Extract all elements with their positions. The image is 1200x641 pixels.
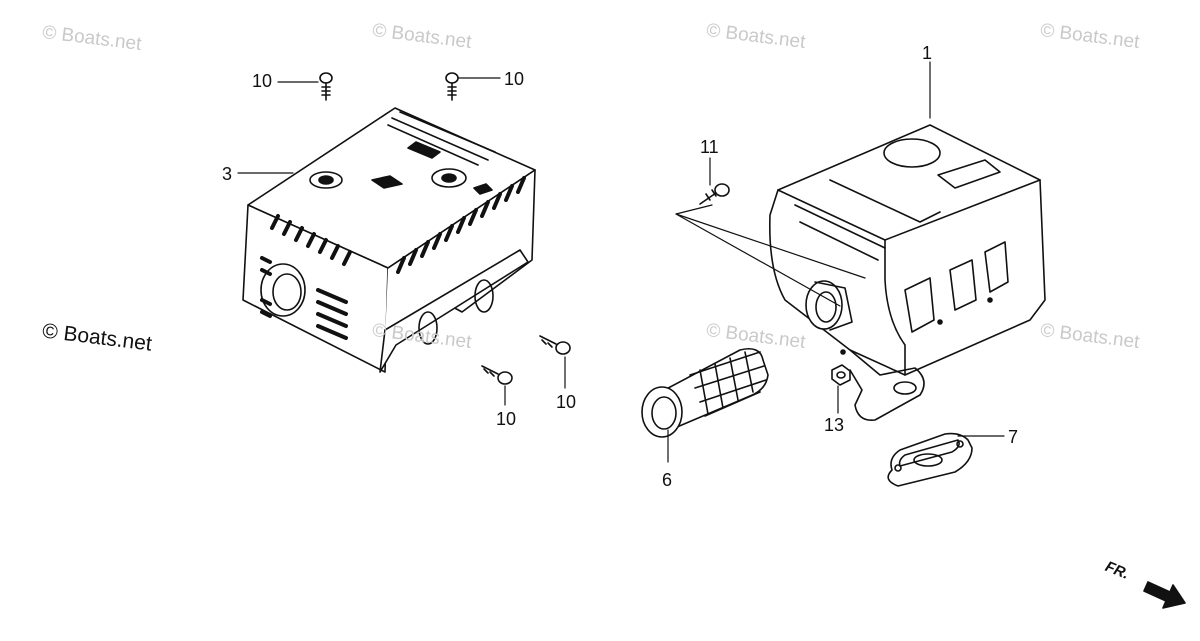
callout-10: 10 [556,392,577,412]
front-direction-arrow [1143,581,1186,609]
muffler-protector [242,107,536,373]
callout-10: 10 [496,409,517,429]
callout-7: 7 [1008,427,1019,447]
callout-1: 1 [922,43,933,63]
callout-11: 11 [700,137,719,157]
spark-arrester [641,347,769,438]
callout-3: 3 [222,164,233,184]
callout-10: 10 [252,71,273,91]
muffler-body [768,124,1046,422]
callout-13: 13 [824,415,845,435]
callout-10: 10 [504,69,525,89]
gasket [887,432,973,487]
callout-6: 6 [662,470,673,490]
leader-lines [237,61,1005,463]
